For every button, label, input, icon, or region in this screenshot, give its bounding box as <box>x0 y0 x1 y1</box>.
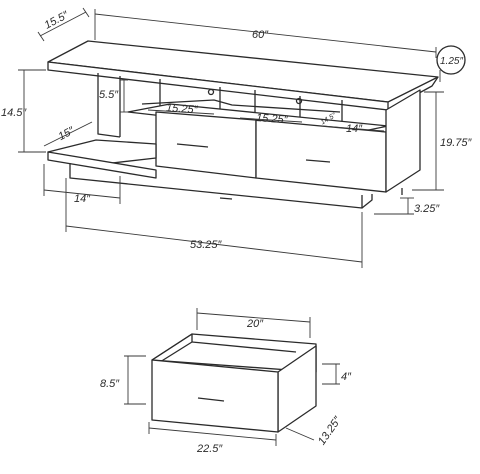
stand-base-lower <box>69 163 363 209</box>
drawer-front <box>151 359 279 433</box>
detail-circle <box>436 45 466 75</box>
label-upper-shelf-height: 5.5″ <box>99 89 119 101</box>
label-top-depth: 15.5″ <box>43 9 72 32</box>
label-drawer-inner-width: 20″ <box>246 318 264 330</box>
stand-drawer-front-left <box>155 111 257 179</box>
label-cubby-middle-width: 15.25″ <box>256 112 289 126</box>
drawer-left-side <box>151 333 193 363</box>
label-leg-height: 3.25″ <box>414 203 440 215</box>
label-drawer-depth: 13.25″ <box>316 414 344 448</box>
label-cubby-right-width: 14″ <box>346 123 363 135</box>
stand-cable-hole-left <box>207 88 215 96</box>
stand-back-shelf <box>141 99 341 113</box>
stand-base-right <box>361 194 373 209</box>
stand-drawer-handle-right <box>305 159 331 163</box>
label-drawer-inner-height: 4″ <box>341 371 352 383</box>
label-drawer-height: 8.5″ <box>100 378 120 390</box>
label-right-height: 19.75″ <box>440 137 473 149</box>
label-drawer-width: 22.5″ <box>196 443 223 455</box>
stand-right-side-panel <box>385 89 421 193</box>
stand-dimension-labels: 15.5″ 60″ 1.25″ 14.5″ 5.5″ 15.25″ 15.25″… <box>1 9 473 251</box>
stand-left-upright <box>97 73 121 138</box>
label-top-thickness: 1.25″ <box>440 56 463 67</box>
drawer-handle <box>197 397 225 402</box>
drawer-drawing <box>151 333 317 433</box>
stand-base-front <box>47 151 157 179</box>
label-side-depth: 15″ <box>56 124 77 143</box>
label-top-width: 60″ <box>252 29 269 41</box>
stand-drawer-front-right <box>255 119 387 193</box>
label-overall-height: 14.5″ <box>1 107 27 119</box>
stand-drawer-handle-left <box>176 143 209 148</box>
label-cubby-left-width: 15.25″ <box>166 102 199 116</box>
stand-dimension-lines <box>18 7 466 268</box>
label-left-shelf-width: 14″ <box>74 193 91 205</box>
tv-stand-drawing <box>47 40 439 209</box>
label-base-width: 53.25″ <box>190 239 223 251</box>
drawer-dimension-lines <box>124 308 340 446</box>
drawer-bottom <box>191 341 297 353</box>
stand-cable-hole-right <box>295 97 303 105</box>
stand-foot-mid <box>219 197 233 200</box>
